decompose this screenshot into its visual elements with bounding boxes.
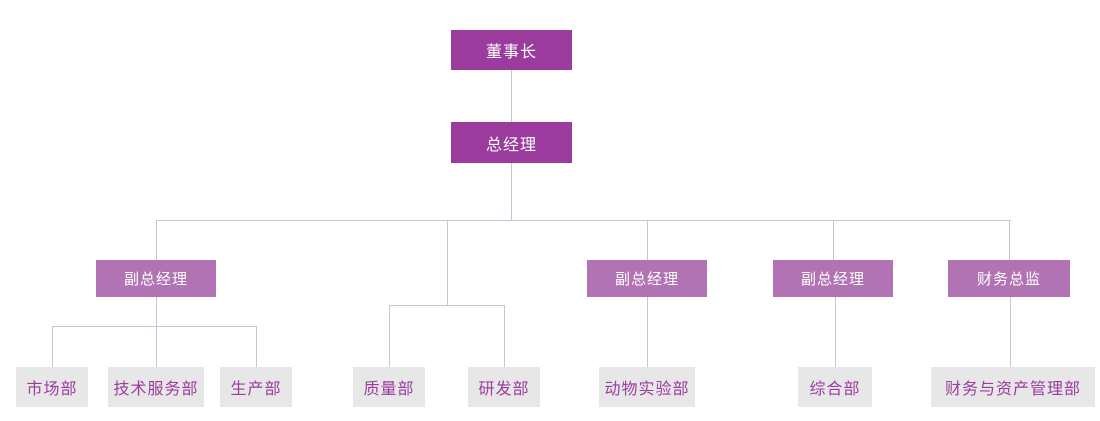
- connector-chairman-gm: [511, 70, 512, 123]
- connector-drop-deputy1: [156, 220, 157, 260]
- connector-deputy1-stem: [156, 297, 157, 367]
- connector-drop-production: [256, 326, 257, 367]
- node-dept-quality-label: 质量部: [363, 381, 415, 398]
- node-finance-director: 财务总监: [948, 260, 1070, 297]
- node-dept-quality: 质量部: [353, 367, 425, 407]
- node-dept-animal-lab-label: 动物实验部: [604, 381, 690, 398]
- node-dept-market: 市场部: [16, 367, 88, 407]
- node-dept-tech-service: 技术服务部: [108, 367, 204, 407]
- node-dept-production: 生产部: [220, 367, 292, 407]
- node-dept-finance-asset-label: 财务与资产管理部: [944, 381, 1081, 398]
- connector-deputy1-horizontal: [52, 326, 257, 327]
- node-chairman-label: 董事长: [485, 44, 537, 61]
- node-dept-production-label: 生产部: [230, 381, 282, 398]
- connector-drop-animal-lab: [647, 297, 648, 367]
- connector-drop-finance: [1009, 220, 1010, 260]
- connector-drop-general: [835, 297, 836, 367]
- node-dept-general-label: 综合部: [809, 381, 861, 398]
- node-deputy-gm-2-label: 副总经理: [614, 271, 679, 288]
- node-finance-director-label: 财务总监: [976, 271, 1041, 288]
- node-deputy-gm-3: 副总经理: [773, 260, 893, 297]
- node-dept-rd-label: 研发部: [478, 381, 530, 398]
- node-deputy-gm-1: 副总经理: [96, 260, 216, 297]
- connector-drop-market: [52, 326, 53, 367]
- connector-drop-deputy3: [833, 220, 834, 260]
- connector-drop-branch: [447, 220, 448, 305]
- connector-drop-quality: [389, 305, 390, 367]
- node-dept-animal-lab: 动物实验部: [599, 367, 695, 407]
- node-dept-market-label: 市场部: [26, 381, 78, 398]
- node-deputy-gm-3-label: 副总经理: [800, 271, 865, 288]
- connector-gm-mainline: [511, 163, 512, 221]
- connector-drop-rd: [504, 305, 505, 367]
- connector-branch-horizontal: [389, 305, 505, 306]
- node-dept-rd: 研发部: [468, 367, 540, 407]
- node-general-manager: 总经理: [451, 122, 572, 163]
- connector-drop-finance-asset: [1010, 297, 1011, 367]
- node-dept-general: 综合部: [798, 367, 872, 407]
- node-dept-tech-service-label: 技术服务部: [113, 381, 199, 398]
- node-general-manager-label: 总经理: [485, 136, 537, 154]
- node-deputy-gm-1-label: 副总经理: [123, 271, 188, 288]
- node-deputy-gm-2: 副总经理: [587, 260, 707, 297]
- connector-drop-deputy2: [647, 220, 648, 260]
- node-chairman: 董事长: [451, 30, 572, 70]
- node-dept-finance-asset: 财务与资产管理部: [931, 367, 1095, 407]
- connector-main-horizontal: [156, 220, 1011, 221]
